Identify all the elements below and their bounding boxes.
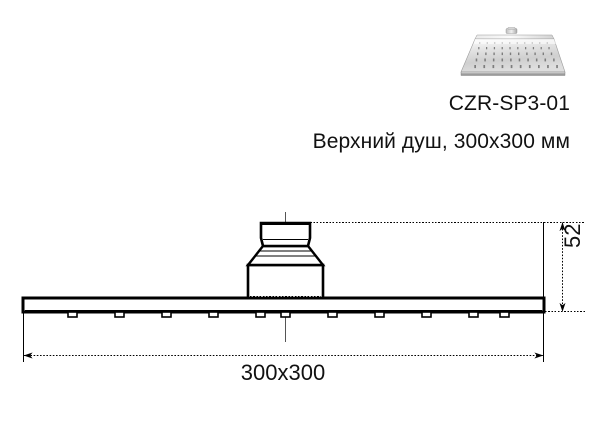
dimension-width-label: 300x300: [240, 360, 326, 385]
shower-head-photo: [455, 27, 571, 79]
inlet-connector: [245, 221, 326, 300]
product-sku: CZR-SP3-01: [448, 92, 570, 115]
product-description: Верхний душ, 300x300 мм: [312, 130, 570, 153]
spray-nozzle-row: [67, 311, 510, 318]
spray-panel: [21, 296, 546, 314]
dimension-height-label: 52: [560, 223, 585, 248]
photo-inlet-nut: [505, 27, 518, 34]
